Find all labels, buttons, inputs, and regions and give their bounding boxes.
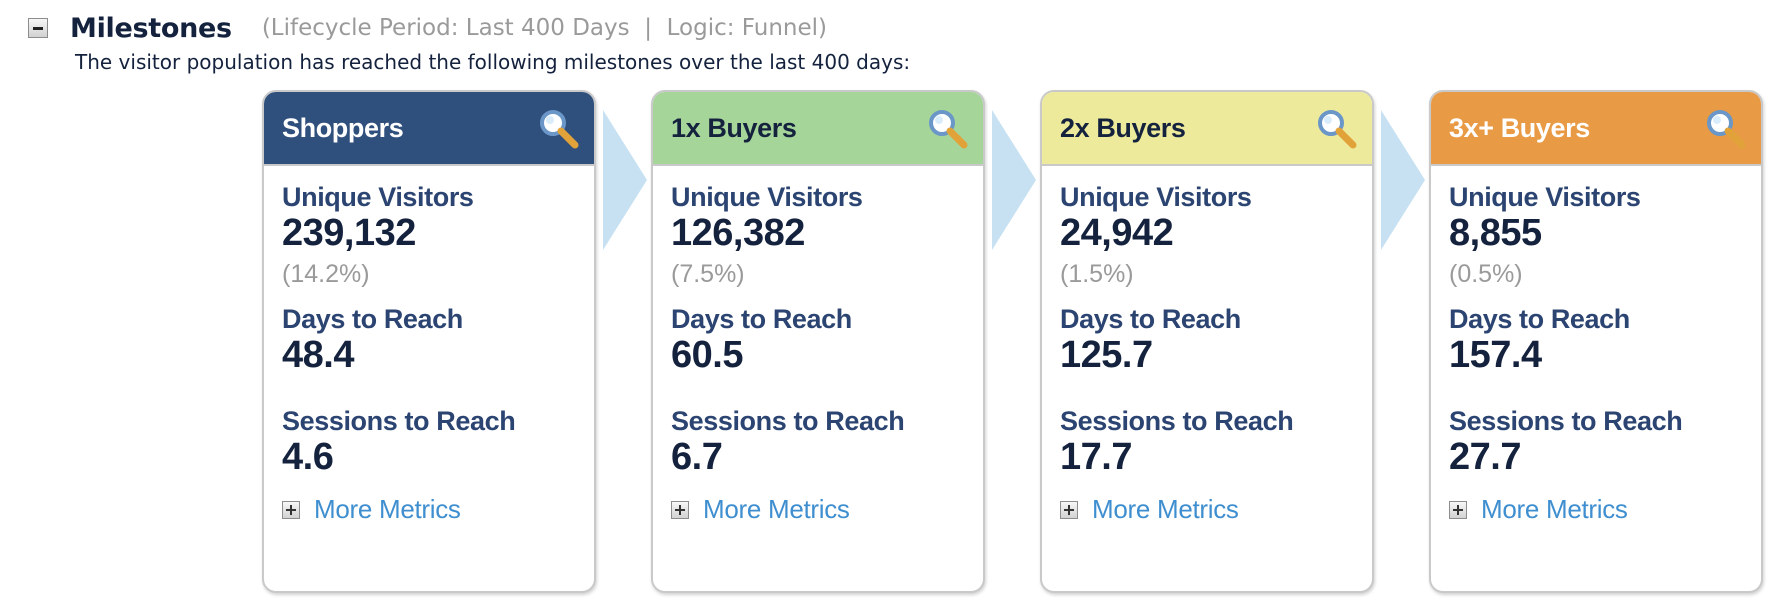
unique-visitors-label: Unique Visitors: [671, 182, 863, 212]
days-to-reach-block: Days to Reach 125.7: [1060, 304, 1372, 376]
milestone-card-2x-buyers: 2x Buyers Unique Visitors 24,942 (1.5%) …: [1040, 90, 1374, 593]
card-header: 2x Buyers: [1042, 92, 1372, 166]
card-body: Unique Visitors 126,382 (7.5%) Days to R…: [653, 166, 983, 525]
milestones-header: Milestones (Lifecycle Period: Last 400 D…: [28, 8, 827, 48]
unique-visitors-block: Unique Visitors 239,132 (14.2%): [282, 182, 594, 292]
more-metrics-row: More Metrics: [1449, 494, 1761, 525]
magnifier-icon[interactable]: [1314, 106, 1358, 150]
unique-visitors-block: Unique Visitors 8,855 (0.5%): [1449, 182, 1761, 292]
unique-visitors-label: Unique Visitors: [1449, 182, 1641, 212]
days-to-reach-value: 48.4: [282, 334, 354, 376]
days-to-reach-value: 157.4: [1449, 334, 1542, 376]
days-to-reach-value: 125.7: [1060, 334, 1153, 376]
expand-plus-icon[interactable]: [282, 500, 300, 519]
card-title: 1x Buyers: [671, 112, 797, 143]
sessions-to-reach-value: 17.7: [1060, 436, 1132, 478]
more-metrics-link[interactable]: More Metrics: [314, 494, 461, 524]
days-to-reach-label: Days to Reach: [671, 304, 852, 334]
magnifier-icon[interactable]: [536, 106, 580, 150]
section-title: Milestones: [70, 12, 232, 44]
days-to-reach-value: 60.5: [671, 334, 743, 376]
sessions-to-reach-label: Sessions to Reach: [282, 406, 516, 436]
unique-visitors-label: Unique Visitors: [1060, 182, 1252, 212]
milestone-card-3x-buyers: 3x+ Buyers Unique Visitors 8,855 (0.5%) …: [1429, 90, 1763, 593]
more-metrics-link[interactable]: More Metrics: [1092, 494, 1239, 524]
chevron-right-arrow-icon: [992, 110, 1036, 250]
unique-visitors-block: Unique Visitors 24,942 (1.5%): [1060, 182, 1372, 292]
card-body: Unique Visitors 24,942 (1.5%) Days to Re…: [1042, 166, 1372, 525]
more-metrics-row: More Metrics: [1060, 494, 1372, 525]
unique-visitors-percent: (0.5%): [1449, 260, 1523, 288]
card-title: Shoppers: [282, 112, 404, 143]
unique-visitors-value: 126,382: [671, 212, 805, 254]
section-meta: (Lifecycle Period: Last 400 Days | Logic…: [261, 15, 828, 41]
sessions-to-reach-label: Sessions to Reach: [671, 406, 905, 436]
sessions-to-reach-value: 27.7: [1449, 436, 1521, 478]
card-title: 2x Buyers: [1060, 112, 1186, 143]
expand-plus-icon[interactable]: [1060, 500, 1078, 519]
more-metrics-row: More Metrics: [671, 494, 983, 525]
days-to-reach-label: Days to Reach: [282, 304, 463, 334]
card-body: Unique Visitors 8,855 (0.5%) Days to Rea…: [1431, 166, 1761, 525]
sessions-to-reach-block: Sessions to Reach 17.7: [1060, 406, 1372, 478]
magnifier-icon[interactable]: [925, 106, 969, 150]
sessions-to-reach-block: Sessions to Reach 6.7: [671, 406, 983, 478]
days-to-reach-block: Days to Reach 48.4: [282, 304, 594, 376]
days-to-reach-label: Days to Reach: [1449, 304, 1630, 334]
more-metrics-link[interactable]: More Metrics: [1481, 494, 1628, 524]
sessions-to-reach-value: 4.6: [282, 436, 334, 478]
card-body: Unique Visitors 239,132 (14.2%) Days to …: [264, 166, 594, 525]
unique-visitors-percent: (14.2%): [282, 260, 370, 288]
expand-plus-icon[interactable]: [671, 500, 689, 519]
milestone-card-1x-buyers: 1x Buyers Unique Visitors 126,382 (7.5%)…: [651, 90, 985, 593]
days-to-reach-block: Days to Reach 157.4: [1449, 304, 1761, 376]
sessions-to-reach-label: Sessions to Reach: [1060, 406, 1294, 436]
unique-visitors-value: 24,942: [1060, 212, 1174, 254]
unique-visitors-percent: (7.5%): [671, 260, 745, 288]
chevron-right-arrow-icon: [1381, 110, 1425, 250]
milestone-cards: Shoppers Unique Visitors 239,132 (14.2%)…: [262, 90, 1763, 600]
days-to-reach-label: Days to Reach: [1060, 304, 1241, 334]
collapse-minus-icon[interactable]: [28, 18, 48, 38]
unique-visitors-value: 8,855: [1449, 212, 1542, 254]
chevron-right-arrow-icon: [603, 110, 647, 250]
card-title: 3x+ Buyers: [1449, 112, 1590, 143]
expand-plus-icon[interactable]: [1449, 500, 1467, 519]
sessions-to-reach-label: Sessions to Reach: [1449, 406, 1683, 436]
days-to-reach-block: Days to Reach 60.5: [671, 304, 983, 376]
sessions-to-reach-block: Sessions to Reach 27.7: [1449, 406, 1761, 478]
card-header: 1x Buyers: [653, 92, 983, 166]
milestone-card-shoppers: Shoppers Unique Visitors 239,132 (14.2%)…: [262, 90, 596, 593]
card-header: 3x+ Buyers: [1431, 92, 1761, 166]
more-metrics-row: More Metrics: [282, 494, 594, 525]
unique-visitors-block: Unique Visitors 126,382 (7.5%): [671, 182, 983, 292]
section-subtitle: The visitor population has reached the f…: [75, 50, 911, 74]
unique-visitors-value: 239,132: [282, 212, 416, 254]
sessions-to-reach-block: Sessions to Reach 4.6: [282, 406, 594, 478]
card-header: Shoppers: [264, 92, 594, 166]
magnifier-icon[interactable]: [1703, 106, 1747, 150]
sessions-to-reach-value: 6.7: [671, 436, 723, 478]
unique-visitors-percent: (1.5%): [1060, 260, 1134, 288]
unique-visitors-label: Unique Visitors: [282, 182, 474, 212]
more-metrics-link[interactable]: More Metrics: [703, 494, 850, 524]
